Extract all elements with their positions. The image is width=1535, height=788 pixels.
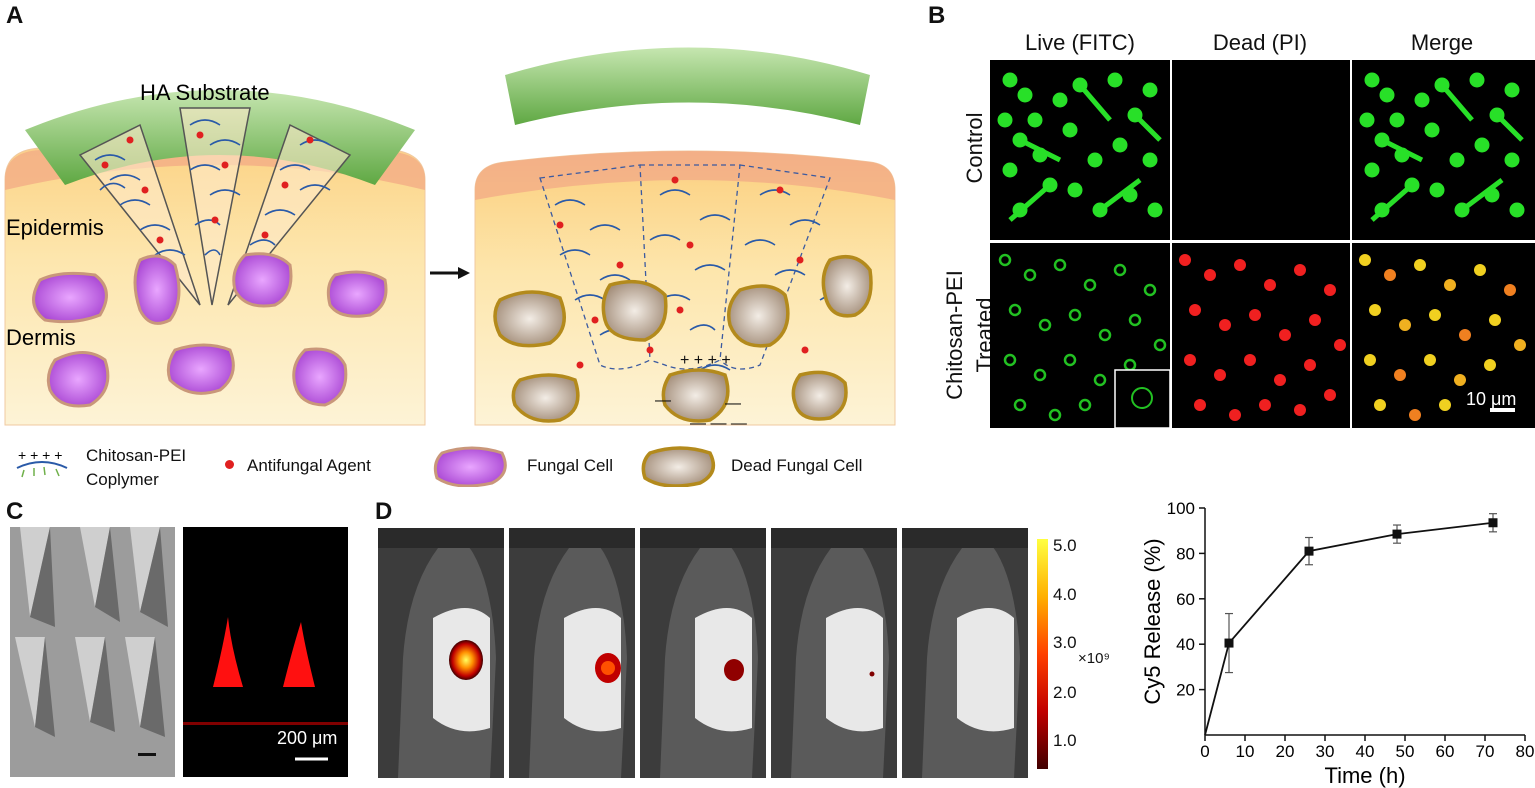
row-label-treated-line1: Chitosan-PEI [942,270,967,400]
inset-zoom [1114,369,1171,428]
x-tick-label: 20 [1276,742,1295,761]
mouse-imaging-strip [378,528,1028,778]
col-header-dead: Dead (PI) [1212,30,1308,55]
panel-label-b: B [928,2,946,29]
legend-copolymer-line1: Chitosan-PEI [86,446,187,465]
colorbar [1037,539,1048,769]
micro-treated-merge [1352,243,1535,428]
x-tick-label: 10 [1236,742,1255,761]
data-point [1304,546,1314,556]
micro-control-dead [1172,60,1350,240]
x-tick-label: 70 [1476,742,1495,761]
x-axis-label: Time (h) [1324,763,1405,788]
arrow-icon [430,267,470,279]
x-tick-label: 80 [1516,742,1535,761]
ha-substrate-right [505,47,870,125]
x-tick-label: 0 [1200,742,1209,761]
agent-dots-right [556,176,809,369]
colorbar-tick-2: 2.0 [1053,683,1077,702]
fungal-cells-left [32,252,388,408]
colorbar-tick-4: 4.0 [1053,585,1077,604]
y-tick-label: 100 [1167,499,1195,518]
svg-text:—: — [725,395,741,412]
data-point [1224,638,1234,648]
col-header-live: Live (FITC) [1025,30,1135,55]
x-tick-label: 50 [1396,742,1415,761]
panel-a-schematic: HA Substrate Epidermis Dermis [4,47,896,432]
y-tick-label: 40 [1176,635,1195,654]
data-point [1392,529,1402,539]
colorbar-tick-1: 1.0 [1053,731,1077,750]
epidermis-label: Epidermis [6,215,104,240]
dermis-label: Dermis [6,325,76,350]
x-tick-label: 30 [1316,742,1335,761]
dead-cells-right [493,254,873,423]
svg-text:—: — [655,392,671,409]
x-tick-label: 40 [1356,742,1375,761]
svg-text:— — —: — — — [690,415,747,432]
y-tick-label: 80 [1176,544,1195,563]
legend-copolymer-icon: + + + + [16,450,68,478]
series-line [1204,521,1494,736]
colorbar-tick-3: 3.0 [1053,633,1077,652]
colorbar-tick-5: 5.0 [1053,536,1077,555]
x-tick-label: 60 [1436,742,1455,761]
scale-bar-b: 10 μm [1466,389,1517,409]
legend-fungal-cell-icon [433,446,507,487]
dissolved-needles [539,164,831,370]
legend-dead-cell-label: Dead Fungal Cell [731,456,863,475]
y-tick-label: 20 [1176,681,1195,700]
legend-dead-cell-icon [641,446,716,487]
scale-bar-c: 200 μm [277,728,338,748]
y-axis-label: Cy5 Release (%) [1140,538,1165,704]
panel-label-d: D [375,498,393,525]
fluorescence-image [183,527,348,777]
skin-right [474,150,896,426]
data-point [1488,518,1498,528]
legend-copolymer-line2: Coplymer [86,470,159,489]
legend-agent-label: Antifungal Agent [247,456,371,475]
colorbar-multiplier: ×10⁹ [1078,650,1110,667]
legend-agent-dot-icon [225,460,234,469]
legend-fungal-cell-label: Fungal Cell [527,456,613,475]
panel-label-a: A [6,2,24,29]
sem-image [10,527,175,777]
y-tick-label: 60 [1176,590,1195,609]
svg-text:+ + + +: + + + + [680,352,731,369]
micro-treated-dead [1172,243,1350,428]
svg-text:+ + + +: + + + + [18,450,62,463]
ha-substrate-label: HA Substrate [140,80,270,105]
panel-label-c: C [6,498,24,525]
micrograph-grid [990,60,1535,428]
row-label-control: Control [962,112,987,184]
col-header-merge: Merge [1410,30,1474,55]
charge-marks: + + + + — — — — — [655,352,747,432]
